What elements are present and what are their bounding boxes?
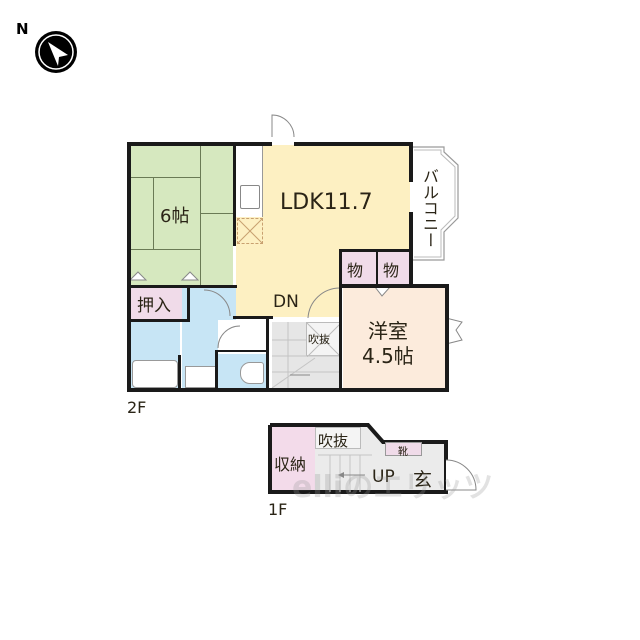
label-stairs-up: UP: [372, 467, 395, 487]
room-kutsu: [385, 442, 422, 456]
toilet: [240, 362, 264, 384]
label-balcony: バルコニー: [420, 168, 439, 248]
label-youshitsu-size: 4.5帖: [362, 344, 414, 368]
fukinuke-1f: [315, 427, 361, 449]
watermark: elliのエリッツ: [292, 470, 494, 505]
north-arrow-icon: [34, 30, 78, 74]
label-washitsu: 6帖: [160, 206, 190, 227]
label-storage-1: 物: [347, 261, 364, 280]
label-oshiire: 押入: [137, 296, 171, 316]
label-youshitsu: 洋室: [368, 319, 408, 343]
bathtub: [132, 360, 178, 388]
label-storage-2: 物: [383, 261, 400, 280]
kitchen-sink: [240, 185, 260, 209]
label-fukinuke-2f: 吹抜: [308, 333, 330, 346]
fukinuke-2f: [306, 322, 341, 357]
label-floor-2f: 2F: [127, 398, 147, 417]
room-youshitsu: [343, 287, 445, 388]
room-storage-1: [341, 251, 376, 284]
room-oshiire: [130, 287, 187, 320]
label-stairs-dn: DN: [273, 292, 299, 312]
label-kutsu: 靴: [398, 447, 408, 458]
fridge-space: [237, 218, 263, 244]
room-storage-2: [378, 251, 409, 284]
room-ldk: [236, 145, 410, 250]
room-washitsu-6jo: [130, 145, 233, 287]
label-shuno: 収納: [274, 455, 307, 474]
label-fukinuke-1f: 吹抜: [318, 432, 349, 450]
label-ldk: LDK11.7: [280, 190, 373, 215]
label-genkan: 玄: [413, 469, 433, 491]
compass-north-letter: N: [16, 20, 29, 38]
label-floor-1f: 1F: [268, 500, 288, 519]
